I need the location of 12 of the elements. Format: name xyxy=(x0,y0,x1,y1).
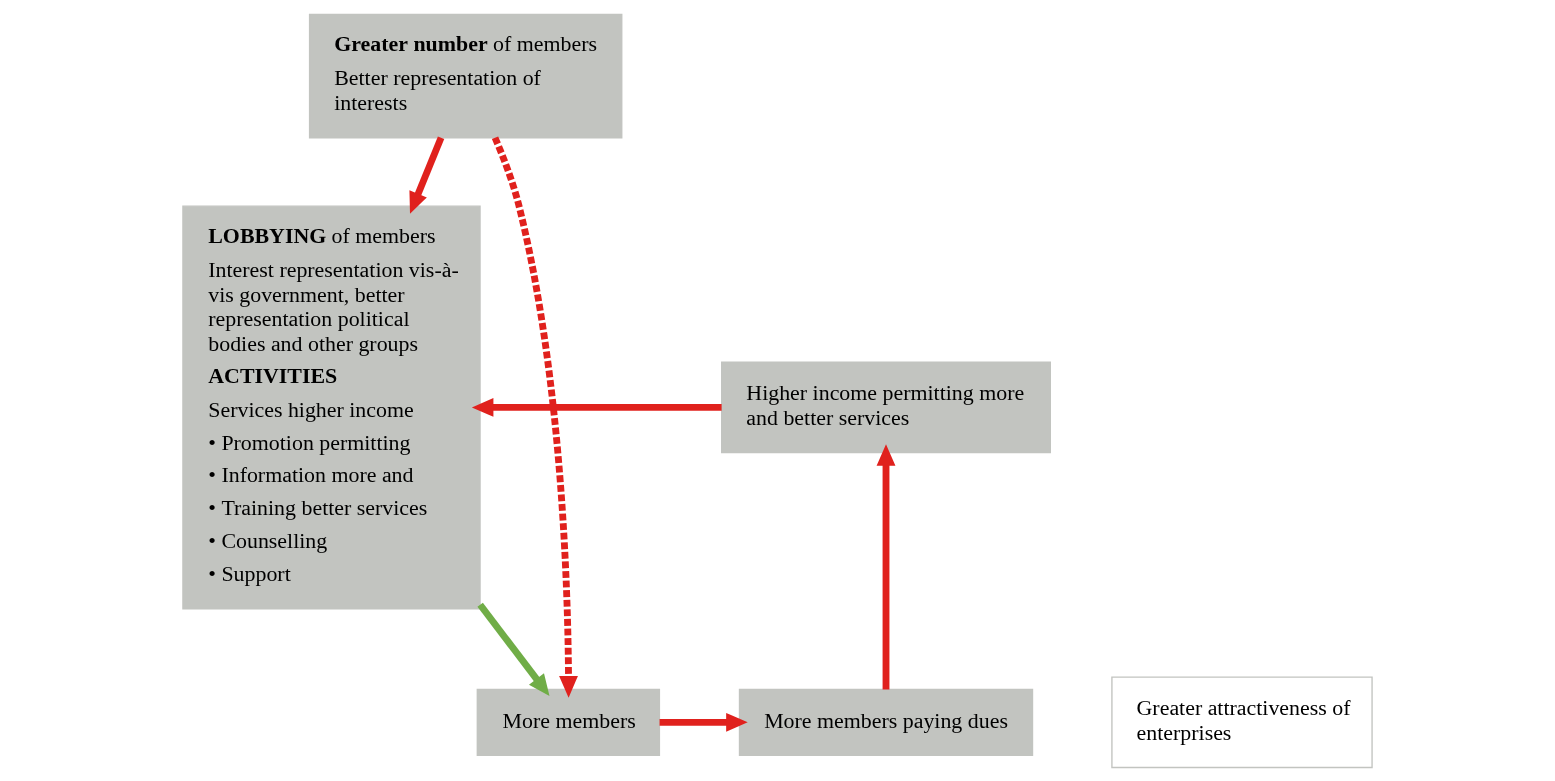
node-box: Greater number of members Better representation of interests xyxy=(308,13,623,138)
arrow xyxy=(491,135,578,698)
arrow xyxy=(409,135,445,214)
node-box: More members paying dues xyxy=(738,688,1034,756)
arrow xyxy=(659,712,748,732)
node-box: LOBBYING of members Interest representation vis-à-vis government, better representation political bodies and other groups ACTIVITIES Services higher income • Promotion permitting • Information more and • Training better services • Counselling • Support xyxy=(182,204,481,609)
node-box: More members xyxy=(476,688,661,756)
arrow xyxy=(471,397,722,417)
node-box: Greater attractiveness of enterprises xyxy=(1111,675,1373,768)
arrow xyxy=(876,443,896,689)
node-box: Higher income permitting more and better services xyxy=(721,361,1051,453)
arrow xyxy=(477,602,550,696)
